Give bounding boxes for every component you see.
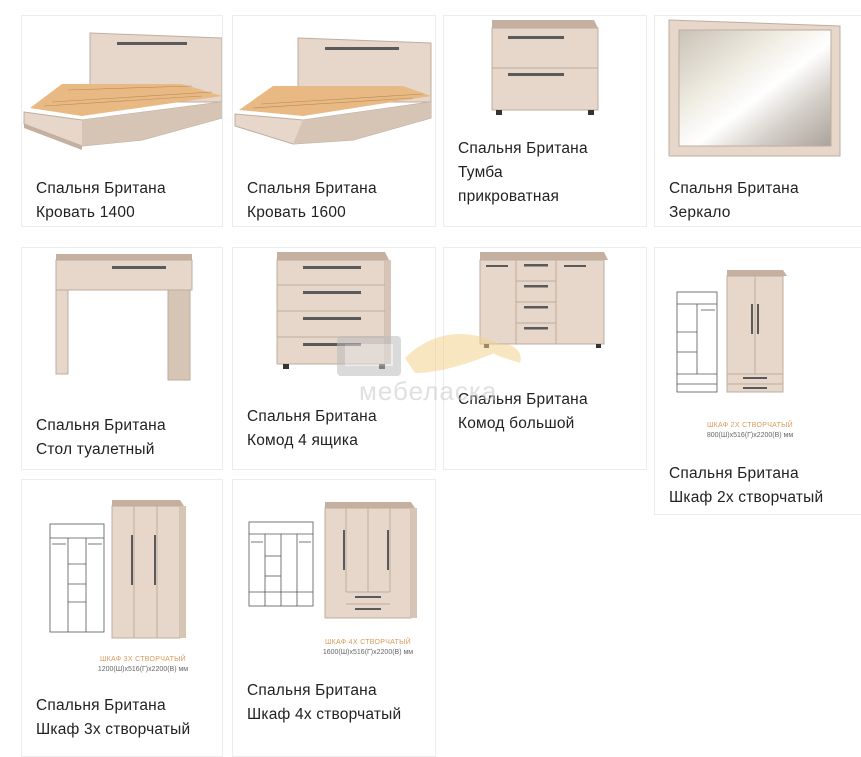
product-title-line2[interactable]: Стол туалетный (36, 441, 155, 458)
product-title-line1[interactable]: Спальня Британа (458, 140, 588, 157)
dressing-table-icon[interactable] (22, 248, 222, 388)
mirror-icon[interactable] (655, 16, 861, 166)
product-title-line1[interactable]: Спальня Британа (247, 408, 377, 425)
product-title-line1[interactable]: Спальня Британа (669, 465, 799, 482)
product-caption-dimensions: 1600(Ш)х516(Г)х2200(В) мм (322, 649, 414, 656)
product-title-line3[interactable]: прикроватная (458, 188, 560, 205)
product-card-bed-1400[interactable]: Спальня Британа Кровать 1400 (21, 15, 223, 227)
product-caption-name: ШКАФ 2Х СТВОРЧАТЫЙ (706, 422, 794, 429)
product-title-line2[interactable]: Кровать 1400 (36, 204, 135, 221)
wardrobe-icon[interactable] (655, 248, 861, 413)
product-caption-dimensions: 1200(Ш)х516(Г)х2200(В) мм (97, 666, 189, 673)
product-caption-name: ШКАФ 3Х СТВОРЧАТЫЙ (99, 656, 187, 663)
product-title-line1[interactable]: Спальня Британа (669, 180, 799, 197)
bed-icon[interactable] (233, 16, 435, 166)
nightstand-icon[interactable] (444, 16, 646, 126)
dresser-icon[interactable] (233, 248, 435, 378)
product-card-wardrobe-4[interactable]: ШКАФ 4Х СТВОРЧАТЫЙ 1600(Ш)х516(Г)х2200(В… (232, 479, 436, 757)
product-title-line2[interactable]: Кровать 1600 (247, 204, 346, 221)
sideboard-icon[interactable] (444, 248, 646, 358)
product-card-dresser-4[interactable]: Спальня Британа Комод 4 ящика (232, 247, 436, 470)
product-title-line1[interactable]: Спальня Британа (36, 417, 166, 434)
product-card-dressing-table[interactable]: Спальня Британа Стол туалетный (21, 247, 223, 470)
product-card-nightstand[interactable]: Спальня Британа Тумба прикроватная (443, 15, 647, 227)
wardrobe-icon[interactable] (233, 480, 435, 670)
product-title-line2[interactable]: Комод 4 ящика (247, 432, 359, 449)
product-title-line2[interactable]: Шкаф 2х створчатый (669, 489, 824, 506)
product-caption-name: ШКАФ 4Х СТВОРЧАТЫЙ (324, 639, 412, 646)
product-title-line1[interactable]: Спальня Британа (36, 180, 166, 197)
product-card-mirror[interactable]: Спальня Британа Зеркало (654, 15, 861, 227)
product-title-line2[interactable]: Комод большой (458, 415, 575, 432)
product-title-line2[interactable]: Тумба (458, 164, 503, 181)
product-title-line2[interactable]: Зеркало (669, 204, 731, 221)
product-card-dresser-big[interactable]: Спальня Британа Комод большой (443, 247, 647, 470)
product-title-line1[interactable]: Спальня Британа (36, 697, 166, 714)
product-caption-dimensions: 800(Ш)х516(Г)х2200(В) мм (706, 432, 794, 439)
product-title-line2[interactable]: Шкаф 3х створчатый (36, 721, 191, 738)
product-title-line1[interactable]: Спальня Британа (247, 682, 377, 699)
product-card-bed-1600[interactable]: Спальня Британа Кровать 1600 (232, 15, 436, 227)
wardrobe-icon[interactable] (22, 480, 222, 670)
product-title-line1[interactable]: Спальня Британа (247, 180, 377, 197)
product-title-line1[interactable]: Спальня Британа (458, 391, 588, 408)
product-title-line2[interactable]: Шкаф 4х створчатый (247, 706, 402, 723)
product-card-wardrobe-3[interactable]: ШКАФ 3Х СТВОРЧАТЫЙ 1200(Ш)х516(Г)х2200(В… (21, 479, 223, 757)
bed-icon[interactable] (22, 16, 222, 166)
product-card-wardrobe-2[interactable]: ШКАФ 2Х СТВОРЧАТЫЙ 800(Ш)х516(Г)х2200(В)… (654, 247, 861, 515)
